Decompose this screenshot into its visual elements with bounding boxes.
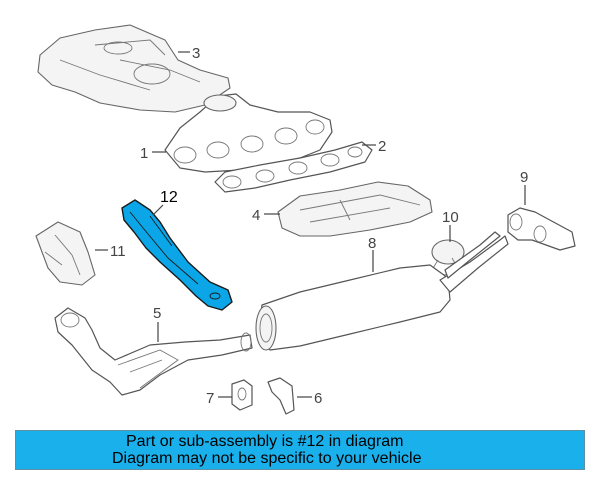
part-4-lower-heat-shield — [277, 181, 433, 237]
part-6-bracket — [267, 377, 295, 415]
part-3-heat-shield — [37, 24, 231, 113]
callout-6: 6 — [314, 390, 322, 407]
callout-11: 11 — [110, 243, 126, 260]
part-9-rear-hanger — [507, 207, 576, 251]
callout-7: 7 — [206, 390, 214, 407]
callout-10: 10 — [442, 209, 459, 226]
callout-12: 12 — [160, 189, 178, 206]
info-banner: Part or sub-assembly is #12 in diagram D… — [15, 430, 585, 470]
part-8-muffler — [255, 231, 509, 351]
part-2-manifold-gasket — [214, 141, 373, 193]
part-7-rubber-mount — [231, 379, 253, 411]
callout-8: 8 — [368, 235, 376, 252]
callout-3: 3 — [192, 45, 200, 62]
banner-line-2: Diagram may not be specific to your vehi… — [112, 450, 422, 467]
banner-line-1: Part or sub-assembly is #12 in diagram — [126, 433, 404, 450]
callout-1: 1 — [140, 145, 148, 162]
callout-4: 4 — [252, 207, 260, 224]
part-1-exhaust-manifold — [164, 93, 333, 173]
exhaust-parts-diagram: 3 1 2 4 10 9 — [35, 24, 576, 415]
callout-5: 5 — [153, 305, 161, 322]
part-10-hanger — [431, 239, 465, 276]
part-11-shield — [35, 221, 96, 286]
callout-2: 2 — [378, 138, 386, 155]
callout-9: 9 — [520, 169, 528, 186]
part-5-catalytic-converter — [54, 307, 253, 396]
leader-12 — [152, 204, 164, 216]
part-12-highlighted-bracket — [121, 199, 233, 311]
